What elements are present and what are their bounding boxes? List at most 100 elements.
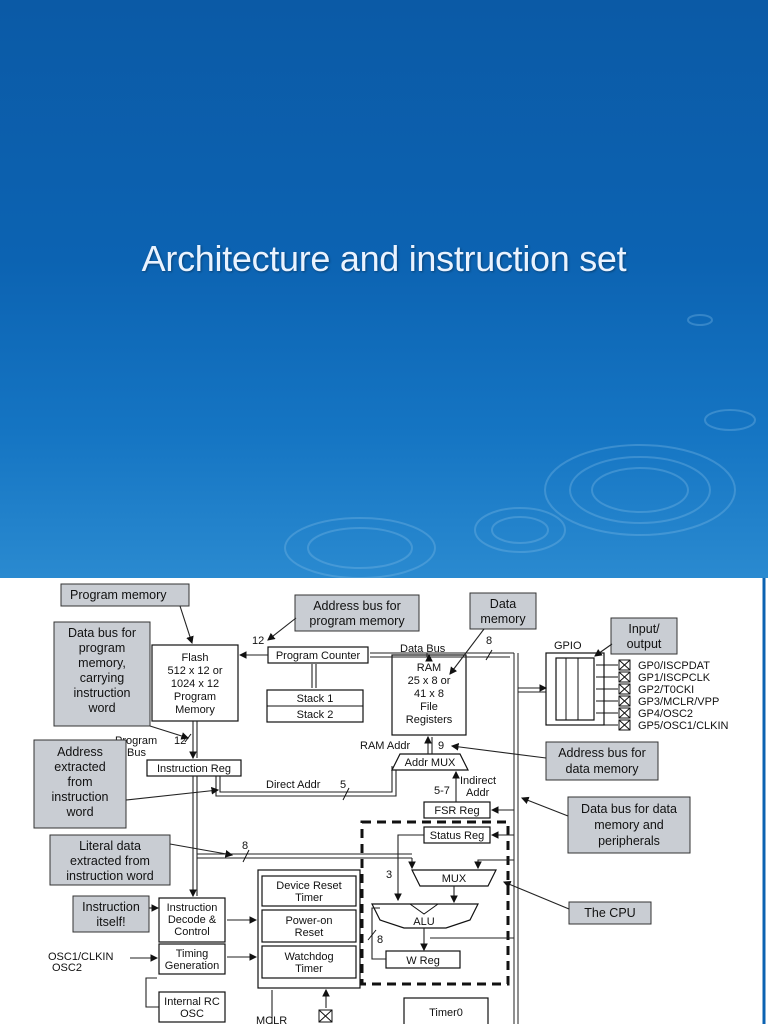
osc2-label: OSC2 [52, 962, 82, 974]
callout-abp-line-1: Address bus for [313, 599, 401, 613]
decode-line-2: Decode & [168, 914, 217, 926]
mclr-label: MCLR [256, 1015, 287, 1024]
gpio-pin-x-icon [618, 683, 631, 695]
flash-line-2: 512 x 12 or [167, 665, 222, 677]
ram-addr-label: RAM Addr [360, 740, 410, 752]
power-on-reset-block [261, 909, 357, 943]
status-reg-label: Status Reg [430, 830, 484, 842]
alu-block [371, 903, 479, 929]
ram-line-5: Registers [406, 714, 453, 726]
timing-line-2: Generation [165, 960, 219, 972]
callout-io-line-2: output [627, 637, 662, 651]
internal-rc-osc-block [158, 991, 226, 1023]
instruction-reg-block [146, 759, 242, 777]
gpio-pin-x-icon [618, 695, 631, 707]
callout-abd-line-2: data memory [566, 762, 640, 776]
callout-dbp-line-2: program [79, 641, 126, 655]
flash-line-4: Program [174, 691, 216, 703]
callout-literal-data [49, 834, 171, 886]
w-reg-label: W Reg [406, 955, 440, 967]
timer0-block [403, 997, 489, 1024]
gpio-label: GPIO [554, 640, 582, 652]
power-on-line-2: Reset [295, 927, 324, 939]
callout-ae-line-3: from [68, 775, 93, 789]
mux-block [411, 869, 497, 887]
callout-program-memory [60, 583, 190, 607]
callout-ld-line-2: extracted from [70, 854, 150, 868]
callout-dm-line-1: Data [490, 597, 516, 611]
callout-ae-line-1: Address [57, 745, 103, 759]
callout-cpu-text: The CPU [584, 906, 635, 920]
callout-dm-line-2: memory [480, 612, 526, 626]
block-diagram-svg: Flash 512 x 12 or 1024 x 12 Program Memo… [33, 578, 766, 1024]
callout-input-output [610, 617, 678, 655]
gpio-pin-x-icon [618, 719, 631, 731]
gpio-pin-x-icon [618, 659, 631, 671]
callout-address-bus-program [294, 594, 420, 632]
callout-abd-line-1: Address bus for [558, 746, 646, 760]
callout-ld-line-3: instruction word [66, 869, 154, 883]
num-3: 3 [386, 869, 392, 881]
callout-the-cpu [568, 901, 652, 925]
callout-dbd-line-2: memory and [594, 818, 664, 832]
alu-label: ALU [413, 916, 434, 928]
instruction-decode-block [158, 897, 226, 943]
ram-line-1: RAM [417, 662, 441, 674]
gpio-pin-x-icon [618, 707, 631, 719]
callout-instruction-itself [72, 895, 150, 933]
num-9: 9 [438, 740, 444, 752]
callout-ii-line-2: itself! [96, 915, 125, 929]
pin-gp4: GP4/OSC2 [638, 708, 693, 720]
callout-program-memory-text: Program memory [70, 588, 167, 602]
mux-label: MUX [442, 873, 467, 885]
flash-line-5: Memory [175, 704, 215, 716]
flash-memory-block [151, 644, 239, 722]
num-5: 5 [340, 779, 346, 791]
pin-gp0: GP0/ISCPDAT [638, 660, 710, 672]
callout-dbd-line-1: Data bus for data [581, 802, 677, 816]
num-8-literal: 8 [242, 840, 248, 852]
decode-line-3: Control [174, 926, 209, 938]
fsr-reg-block [423, 801, 491, 819]
osc1-label: OSC1/CLKIN [48, 951, 113, 963]
callout-dbp-line-1: Data bus for [68, 626, 136, 640]
indirect-addr-line-1: Indirect [460, 775, 496, 787]
callout-ld-line-1: Literal data [79, 839, 141, 853]
callout-data-bus-program [53, 621, 151, 727]
addr-mux-label: Addr MUX [405, 757, 456, 769]
fsr-reg-label: FSR Reg [434, 805, 479, 817]
program-counter-label: Program Counter [276, 650, 361, 662]
pin-gp5: GP5/OSC1/CLKIN [638, 720, 729, 732]
ram-line-3: 41 x 8 [414, 688, 444, 700]
num-8-w: 8 [377, 934, 383, 946]
timing-generation-block [158, 943, 226, 975]
callout-dbp-line-6: word [87, 701, 115, 715]
callout-ii-line-1: Instruction [82, 900, 140, 914]
ram-line-2: 25 x 8 or [408, 675, 451, 687]
callout-dbp-line-5: instruction [74, 686, 131, 700]
direct-addr-label: Direct Addr [266, 779, 321, 791]
rc-line-1: Internal RC [164, 996, 220, 1008]
callout-address-extracted [33, 739, 127, 829]
device-reset-line-1: Device Reset [276, 880, 341, 892]
device-reset-line-2: Timer [295, 892, 323, 904]
callout-address-bus-data [545, 741, 659, 781]
callout-abp-line-2: program memory [309, 614, 405, 628]
pin-gp2: GP2/T0CKI [638, 684, 694, 696]
callout-dbp-line-4: carrying [80, 671, 125, 685]
water-ripple-decoration [284, 314, 756, 578]
pin-gp1: GP1/ISCPCLK [638, 672, 711, 684]
callout-ae-line-2: extracted [54, 760, 105, 774]
stack1-label: Stack 1 [297, 693, 334, 705]
callout-ae-line-5: word [65, 805, 93, 819]
rc-line-2: OSC [180, 1008, 204, 1020]
flash-line-3: 1024 x 12 [171, 678, 219, 690]
watchdog-line-1: Watchdog [284, 951, 333, 963]
device-reset-timer-block [261, 875, 357, 907]
callout-data-bus-data [567, 796, 691, 854]
num-5-7: 5-7 [434, 785, 450, 797]
timer0-label: Timer0 [429, 1007, 463, 1019]
callout-dbp-line-3: memory, [78, 656, 126, 670]
gpio-pins [596, 659, 631, 731]
callout-io-line-1: Input/ [628, 622, 660, 636]
